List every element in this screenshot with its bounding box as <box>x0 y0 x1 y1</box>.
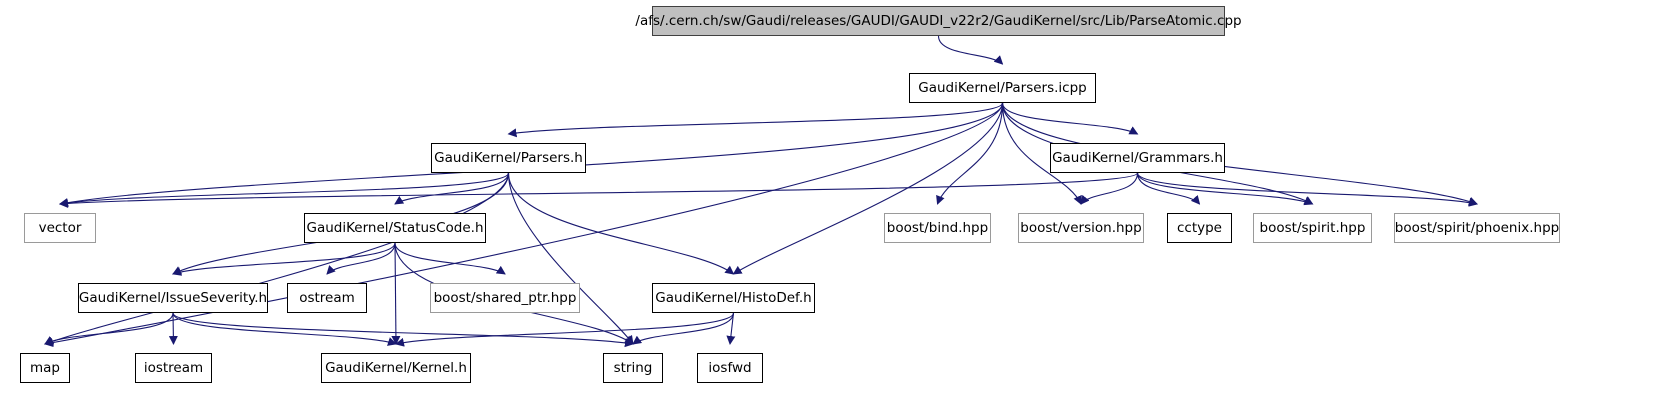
graph-node-label: iostream <box>143 360 204 376</box>
graph-edge-histodef-to-iosfwd <box>726 312 736 345</box>
graph-edge-parsers_icpp-to-version <box>1001 102 1082 205</box>
graph-node-label: iosfwd <box>708 360 752 376</box>
graph-node-root[interactable]: /afs/.cern.ch/sw/Gaudi/releases/GAUDI/GA… <box>635 6 1242 36</box>
graph-edge-parsers_icpp-to-histodef <box>732 102 1004 275</box>
graph-node-label: boost/bind.hpp <box>886 220 989 236</box>
graph-node-parsers_h[interactable]: GaudiKernel/Parsers.h <box>431 143 586 173</box>
graph-node-histodef[interactable]: GaudiKernel/HistoDef.h <box>652 283 815 313</box>
graph-node-label: /afs/.cern.ch/sw/Gaudi/releases/GAUDI/GA… <box>635 13 1242 29</box>
graph-node-label: GaudiKernel/Kernel.h <box>325 360 467 376</box>
graph-node-label: GaudiKernel/Parsers.icpp <box>918 80 1087 96</box>
graph-node-ostream[interactable]: ostream <box>287 283 367 313</box>
graph-node-statuscode[interactable]: GaudiKernel/StatusCode.h <box>304 213 486 243</box>
graph-node-label: boost/shared_ptr.hpp <box>433 290 577 306</box>
graph-edge-parsers_icpp-to-bind <box>936 102 1004 205</box>
graph-edge-statuscode-to-kernel_h <box>391 242 401 345</box>
graph-node-kernel_h[interactable]: GaudiKernel/Kernel.h <box>321 353 471 383</box>
graph-node-label: GaudiKernel/HistoDef.h <box>655 290 812 306</box>
graph-edge-parsers_icpp-to-grammars_h <box>1001 102 1139 135</box>
graph-edge-parsers_icpp-to-vector <box>59 102 1004 207</box>
graph-node-label: ostream <box>299 290 355 306</box>
graph-node-label: boost/spirit.hpp <box>1259 220 1366 236</box>
graph-edge-parsers_h-to-histodef <box>507 172 735 275</box>
graph-edge-issuesev-to-kernel_h <box>172 312 397 346</box>
graph-node-label: boost/version.hpp <box>1020 220 1142 236</box>
graph-node-parsers_icpp[interactable]: GaudiKernel/Parsers.icpp <box>909 73 1096 103</box>
graph-edge-grammars_h-to-version <box>1080 172 1139 205</box>
graph-edge-statuscode-to-ostream <box>326 242 396 275</box>
graph-node-label: boost/spirit/phoenix.hpp <box>1394 220 1560 236</box>
graph-edge-parsers_h-to-statuscode <box>394 172 510 205</box>
graph-node-label: map <box>30 360 60 376</box>
graph-edge-issuesev-to-iostream <box>168 312 178 345</box>
graph-node-bind[interactable]: boost/bind.hpp <box>884 213 991 243</box>
graph-edge-histodef-to-kernel_h <box>395 312 735 347</box>
graph-node-iosfwd[interactable]: iosfwd <box>697 353 763 383</box>
graph-node-issuesev[interactable]: GaudiKernel/IssueSeverity.h <box>78 283 268 313</box>
graph-node-phoenix[interactable]: boost/spirit/phoenix.hpp <box>1394 213 1560 243</box>
graph-node-spirit[interactable]: boost/spirit.hpp <box>1253 213 1372 243</box>
graph-node-label: GaudiKernel/Grammars.h <box>1052 150 1223 166</box>
graph-edge-parsers_icpp-to-parsers_h <box>507 102 1004 138</box>
graph-edge-root-to-parsers_icpp <box>937 35 1004 65</box>
graph-node-string[interactable]: string <box>603 353 663 383</box>
graph-node-label: cctype <box>1176 220 1222 236</box>
graph-edge-statuscode-to-issuesev <box>172 242 396 276</box>
graph-node-shared_ptr[interactable]: boost/shared_ptr.hpp <box>430 283 580 313</box>
graph-node-version[interactable]: boost/version.hpp <box>1018 213 1144 243</box>
graph-node-iostream[interactable]: iostream <box>135 353 212 383</box>
graph-node-label: vector <box>38 220 82 236</box>
graph-node-label: GaudiKernel/IssueSeverity.h <box>78 290 268 306</box>
graph-node-label: GaudiKernel/Parsers.h <box>434 150 583 166</box>
graph-node-cctype[interactable]: cctype <box>1167 213 1232 243</box>
graph-edge-parsers_icpp-to-map <box>44 102 1004 348</box>
graph-node-vector[interactable]: vector <box>24 213 96 243</box>
graph-node-label: GaudiKernel/StatusCode.h <box>306 220 484 236</box>
graph-edge-grammars_h-to-cctype <box>1136 172 1201 205</box>
graph-edge-statuscode-to-shared_ptr <box>394 242 506 275</box>
graph-edge-histodef-to-string <box>632 312 735 345</box>
graph-edge-grammars_h-to-spirit <box>1136 172 1314 206</box>
graph-node-map[interactable]: map <box>20 353 70 383</box>
graph-edge-parsers_h-to-string <box>507 172 634 345</box>
graph-edge-grammars_h-to-vector <box>59 172 1139 208</box>
graph-edge-parsers_h-to-vector <box>59 172 510 208</box>
graph-edge-grammars_h-to-phoenix <box>1136 172 1478 207</box>
graph-edge-issuesev-to-map <box>44 312 174 345</box>
graph-node-grammars_h[interactable]: GaudiKernel/Grammars.h <box>1050 143 1225 173</box>
graph-node-label: string <box>613 360 653 376</box>
graph-edge-issuesev-to-string <box>172 312 634 348</box>
